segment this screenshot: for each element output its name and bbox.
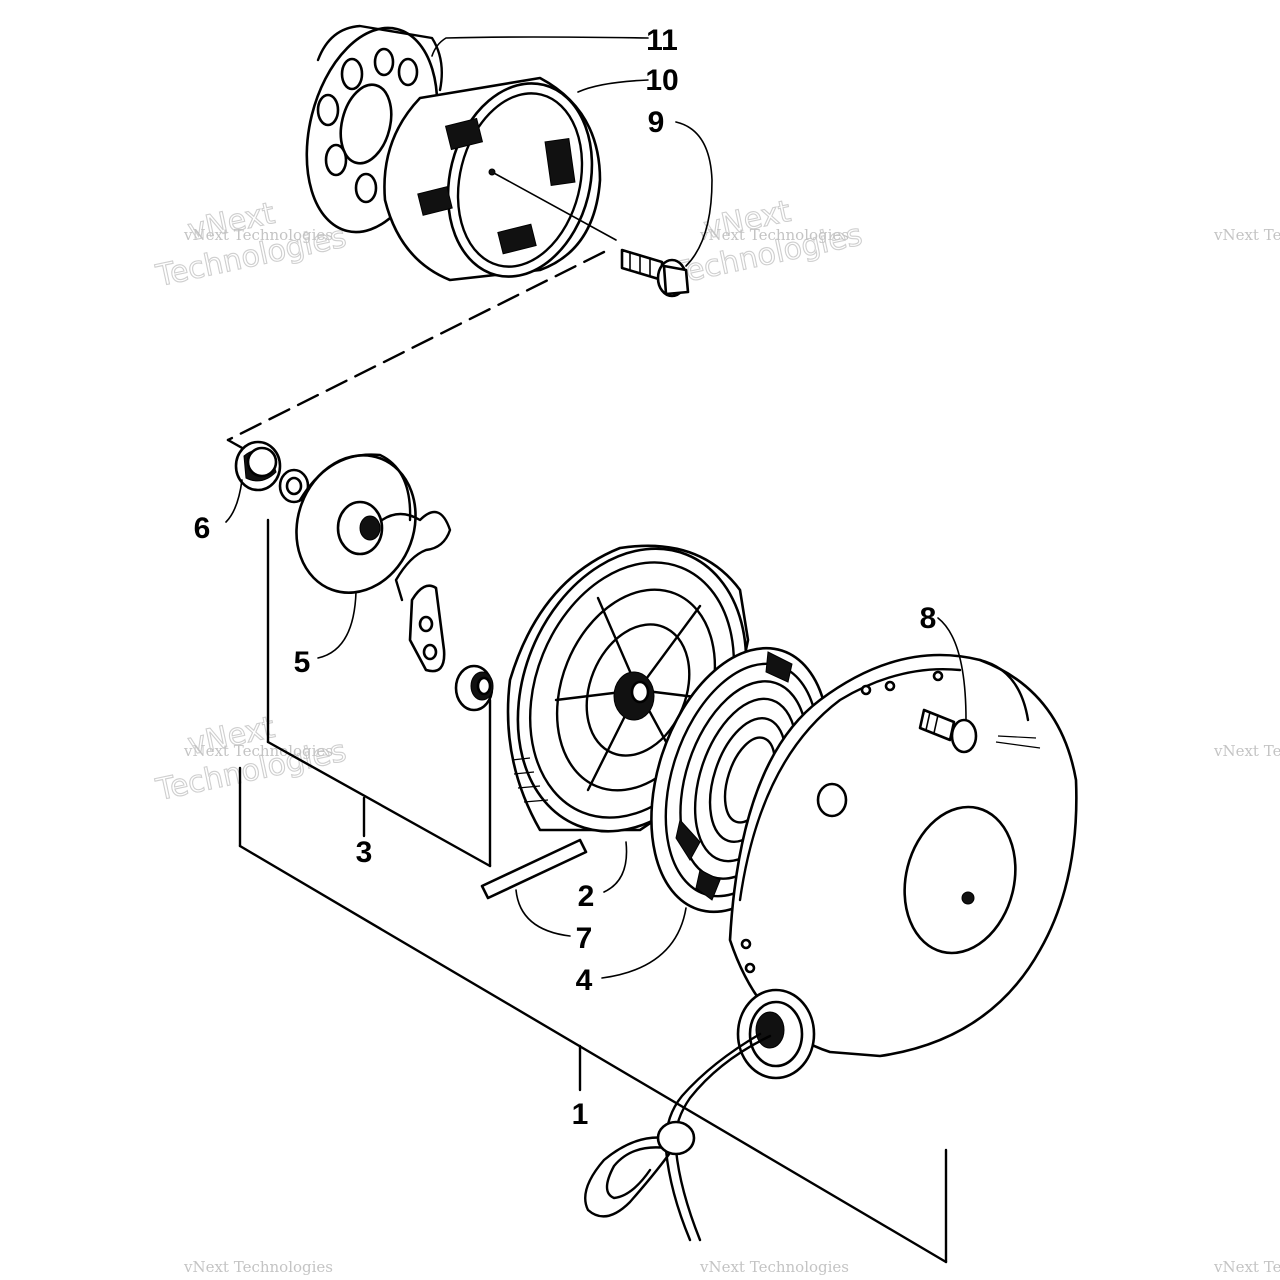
watermark-text: vNext Technologies bbox=[183, 742, 333, 760]
part-5-friction-plate bbox=[295, 453, 452, 602]
washer bbox=[278, 468, 310, 504]
callout-8: 8 bbox=[920, 602, 937, 635]
pawl bbox=[408, 584, 446, 673]
starter-rope-handle bbox=[584, 1032, 772, 1242]
part-10-drum-cup bbox=[383, 76, 617, 282]
watermark-text: vNext Technologies bbox=[183, 1258, 333, 1276]
callout-4: 4 bbox=[576, 964, 593, 997]
part-6-nut bbox=[234, 440, 282, 492]
leader-lines bbox=[225, 36, 967, 979]
part-8-screw bbox=[918, 708, 978, 754]
callout-11: 11 bbox=[646, 24, 678, 57]
watermark-text: vNext Technologies bbox=[699, 226, 849, 244]
part-1-starter-housing bbox=[728, 653, 1078, 1080]
callout-7: 7 bbox=[576, 922, 593, 955]
callout-6: 6 bbox=[194, 512, 211, 545]
part-9-bolt bbox=[620, 248, 690, 298]
callout-2: 2 bbox=[578, 880, 595, 913]
watermark-text: vNext Technologies bbox=[1213, 226, 1280, 244]
callout-5: 5 bbox=[294, 646, 311, 679]
callout-9: 9 bbox=[648, 106, 665, 139]
watermark-text: vNext Technologies bbox=[183, 226, 333, 244]
callout-1: 1 bbox=[572, 1098, 589, 1131]
watermark-text: vNext Technologies bbox=[699, 1258, 849, 1276]
callout-10: 10 bbox=[645, 64, 678, 97]
bushing bbox=[454, 664, 494, 712]
part-7-rope bbox=[480, 838, 588, 900]
callout-3: 3 bbox=[356, 836, 373, 869]
watermark-text: vNext Technologies bbox=[1213, 742, 1280, 760]
watermark-text: vNext Technologies bbox=[1213, 1258, 1280, 1276]
